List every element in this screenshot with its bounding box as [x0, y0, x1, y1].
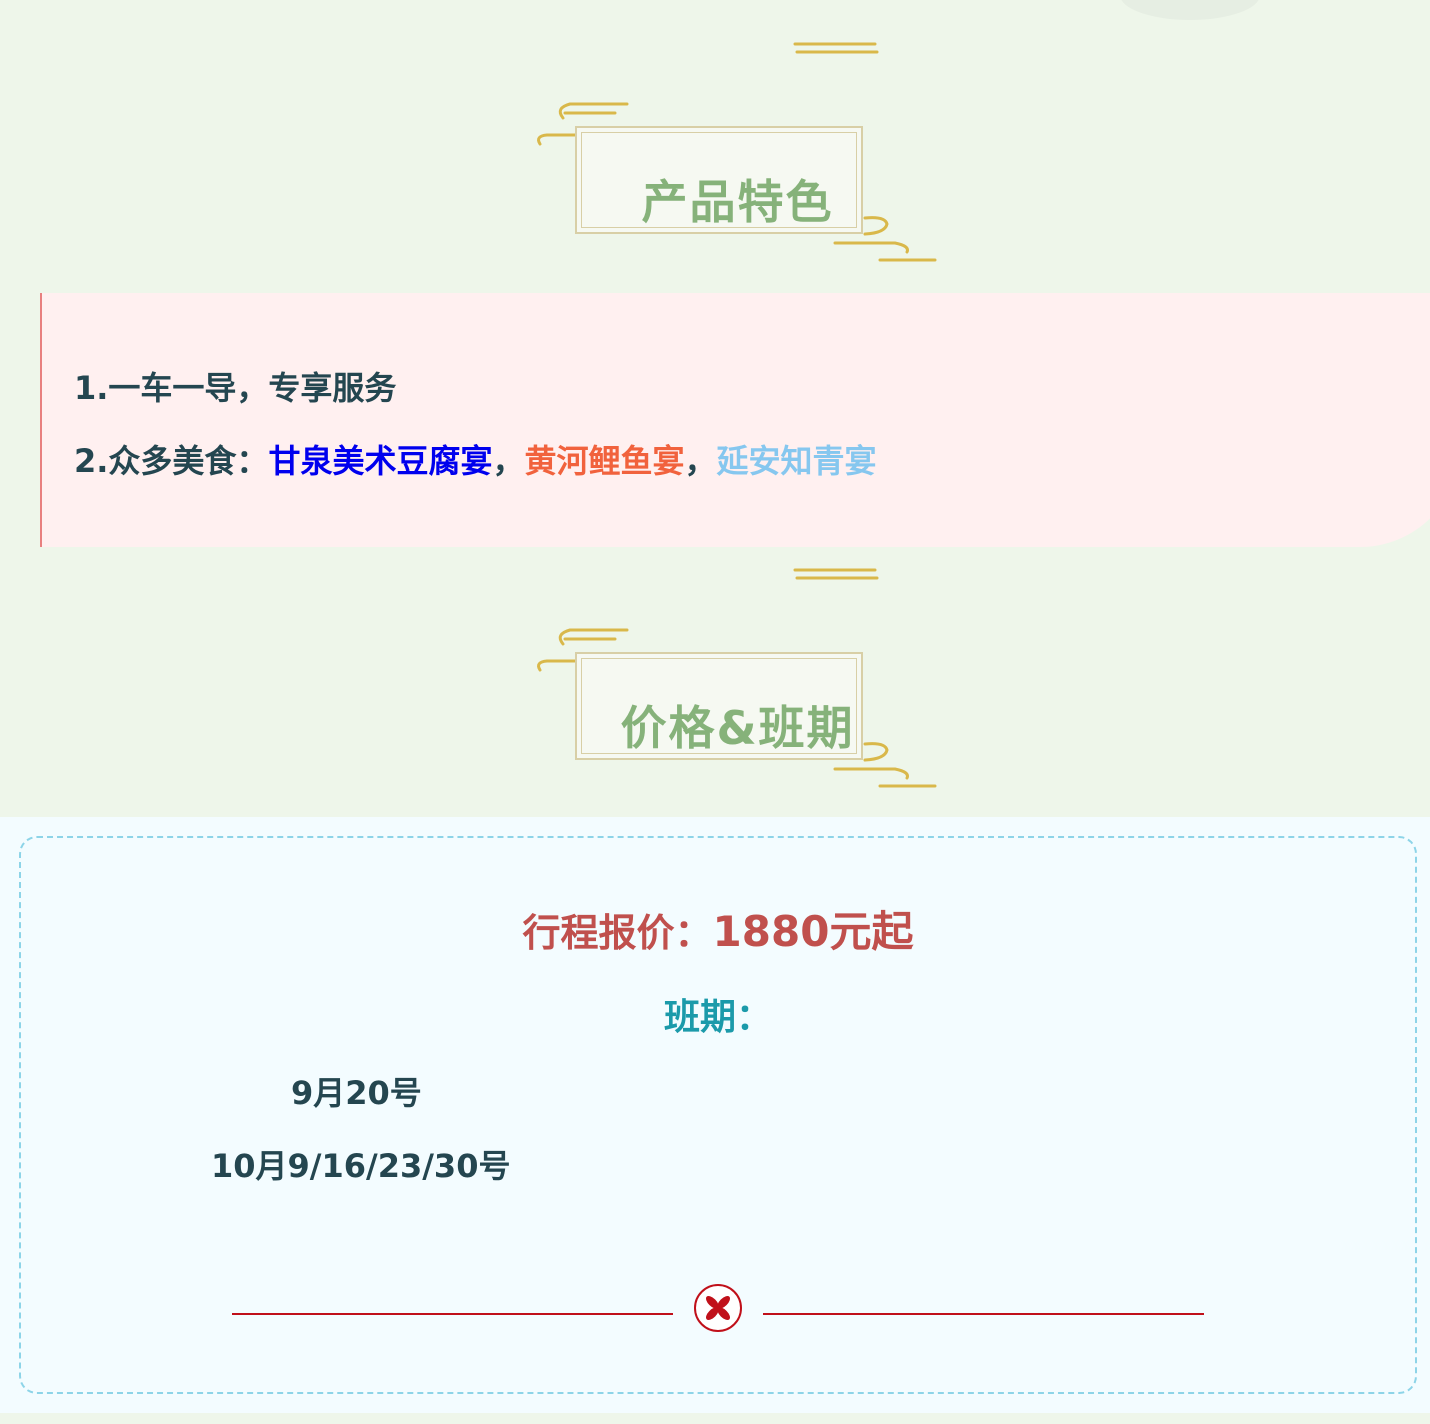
- title-frame: [575, 652, 863, 760]
- food-item: 延安知青宴: [716, 442, 877, 480]
- schedule-date: 9月20号: [291, 1074, 422, 1112]
- separator: ，: [492, 442, 525, 480]
- food-item: 甘泉美术豆腐宴: [268, 442, 493, 480]
- feature-text: 1.一车一导，专享服务: [74, 369, 397, 407]
- price-quote: 行程报价：1880元起: [21, 898, 1415, 959]
- feature-item: 1.一车一导，专享服务: [74, 363, 396, 409]
- section-title-text: 价格&班期: [620, 701, 855, 755]
- features-box: 1.一车一导，专享服务 2.众多美食：甘泉美术豆腐宴，黄河鲤鱼宴，延安知青宴: [40, 293, 1430, 547]
- gold-cloud-ornament-icon: [537, 42, 937, 262]
- separator: ，: [684, 442, 717, 480]
- price-amount: 1880元起: [712, 907, 914, 956]
- gold-cloud-ornament-icon: [537, 568, 937, 788]
- section-title-pricing: 价格&班期: [535, 564, 940, 788]
- section-title-features: 产品特色: [535, 38, 940, 262]
- food-item: 黄河鲤鱼宴: [524, 442, 685, 480]
- decorative-shape: [1120, 0, 1260, 20]
- price-label: 行程报价：: [522, 911, 713, 955]
- flower-badge-icon: [694, 1284, 742, 1332]
- feature-item: 2.众多美食：甘泉美术豆腐宴，黄河鲤鱼宴，延安知青宴: [74, 436, 877, 482]
- section-title-text: 产品特色: [641, 175, 834, 229]
- schedule-label: 班期：: [663, 997, 772, 1038]
- feature-prefix: 2.众多美食：: [74, 442, 269, 480]
- divider-line-left: [232, 1313, 673, 1315]
- schedule-date: 10月9/16/23/30号: [211, 1147, 511, 1185]
- divider-line-right: [763, 1313, 1204, 1315]
- title-frame: [575, 126, 863, 234]
- price-card: 行程报价：1880元起 班期： 9月20号 10月9/16/23/30号: [19, 836, 1417, 1394]
